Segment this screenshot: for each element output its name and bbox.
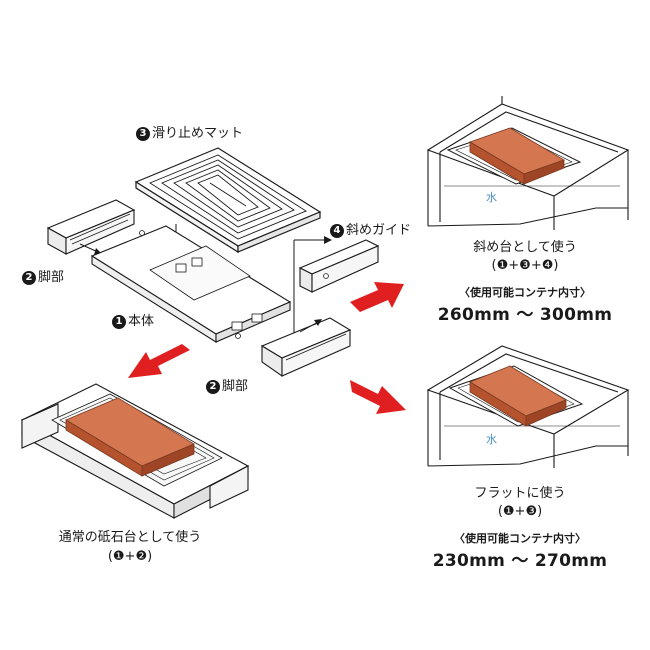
flat-use-title: フラットに使う	[474, 486, 566, 501]
slope-guide-number-badge: 4	[330, 224, 344, 238]
normal-use-title: 通常の砥石台として使う	[58, 530, 202, 545]
slope-use-combo: (❶+❸+❹)	[491, 258, 559, 273]
bottom-foot-arrowhead	[314, 319, 322, 326]
slope-guide-part	[298, 239, 380, 293]
slope-guide-arrowhead	[324, 236, 332, 244]
left-foot-label-text: 脚部	[38, 270, 65, 285]
arrow-to-normal-use	[128, 344, 190, 378]
anti-slip-mat	[134, 147, 322, 254]
water-label-slope: 水	[486, 191, 497, 204]
slope-use-title: 斜め台として使う	[473, 240, 577, 255]
body-number-badge: 1	[112, 315, 126, 329]
flat-use-spec-label: 〈使用可能コンテナ内寸〉	[454, 532, 586, 545]
slope-use-size: 260mm ～ 300mm	[437, 305, 613, 325]
body-label-text: 本体	[128, 314, 155, 329]
bottom-foot-part	[260, 317, 352, 378]
slope-guide-label-text: 斜めガイド	[346, 223, 412, 238]
bottom-foot-label-text: 脚部	[222, 379, 249, 394]
left-foot-part	[46, 199, 136, 255]
mat-label-text: 滑り止めマット	[152, 126, 244, 141]
arrow-to-flat-use	[350, 380, 406, 414]
bottom-foot-number-badge: 2	[206, 380, 220, 394]
water-label-flat: 水	[486, 433, 497, 446]
left-foot-guide-line	[79, 243, 99, 253]
bottom-foot-guide-line	[299, 321, 319, 333]
flat-use-combo: (❶+❸)	[497, 504, 543, 519]
flat-use-size: 230mm ～ 270mm	[432, 551, 608, 571]
left-foot-number-badge: 2	[22, 271, 36, 285]
slope-use-spec-label: 〈使用可能コンテナ内寸〉	[459, 286, 591, 299]
arrow-to-slope-use	[350, 282, 404, 312]
normal-use-combo: (❶+❷)	[107, 549, 153, 564]
mat-number-badge: 3	[136, 127, 150, 141]
whetstone-block-normal	[65, 397, 195, 477]
whetstone-block-slope	[469, 127, 565, 185]
whetstone-block-flat	[469, 365, 567, 427]
main-body-part	[90, 225, 292, 343]
